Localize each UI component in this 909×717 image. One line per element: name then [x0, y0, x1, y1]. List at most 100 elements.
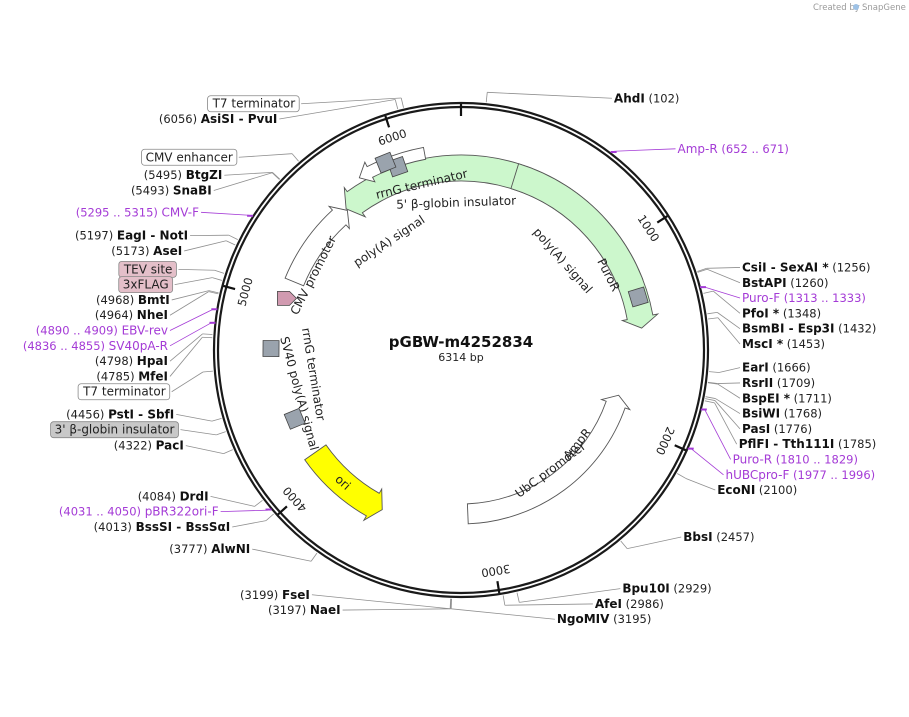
- label-box[interactable]: 3xFLAG: [118, 276, 174, 294]
- label-site[interactable]: PfoI * (1348): [742, 306, 821, 320]
- label-site[interactable]: AfeI (2986): [595, 597, 664, 611]
- label-site[interactable]: BbsI (2457): [683, 530, 754, 544]
- label-site[interactable]: BsmBI - Esp3I (1432): [742, 322, 876, 336]
- label-primer[interactable]: (4890 .. 4909) EBV-rev: [36, 324, 168, 338]
- feature-puror[interactable]: [510, 163, 660, 329]
- leader-line: [301, 97, 402, 105]
- label-site[interactable]: PflFI - Tth111I (1785): [739, 437, 877, 451]
- site-label: (4798) HpaI: [95, 354, 168, 368]
- feature-glyph[interactable]: [283, 407, 306, 430]
- feature-box-label: T7 terminator: [82, 385, 166, 399]
- label-site[interactable]: (4084) DrdI: [138, 489, 209, 503]
- site-label: (4322) PacI: [114, 439, 184, 453]
- label-site[interactable]: (6056) AsiSI - PvuI: [159, 112, 278, 126]
- leader-line: [704, 409, 731, 460]
- label-site[interactable]: (5495) BtgZI: [144, 168, 223, 182]
- feature-glyph[interactable]: [262, 340, 280, 358]
- label-site[interactable]: (3777) AlwNI: [169, 542, 250, 556]
- primer-name: Puro-F: [742, 291, 780, 305]
- label-primer[interactable]: hUBCpro-F (1977 .. 1996): [725, 468, 875, 482]
- leader-line: [169, 322, 212, 347]
- site-name: AseI: [153, 244, 182, 258]
- label-site[interactable]: (4785) MfeI: [96, 369, 168, 383]
- site-label: (4964) NheI: [95, 308, 168, 322]
- feature-glyph[interactable]: [627, 286, 649, 308]
- label-site[interactable]: NgoMIV (3195): [557, 612, 651, 626]
- site-name: MfeI: [138, 369, 168, 383]
- label-box[interactable]: CMV enhancer: [141, 148, 238, 166]
- site-label: (5173) AseI: [111, 244, 182, 258]
- leader-line: [208, 290, 219, 294]
- leader-line: [677, 473, 687, 479]
- site-label: BsmBI - Esp3I (1432): [742, 322, 876, 336]
- label-site[interactable]: (5173) AseI: [111, 244, 182, 258]
- leader-line: [238, 153, 293, 158]
- site-label: (3777) AlwNI: [169, 542, 250, 556]
- label-site[interactable]: (5493) SnaBI: [131, 184, 212, 198]
- primer-name: Amp-R: [678, 142, 718, 156]
- label-box[interactable]: TEV site: [118, 260, 177, 278]
- site-label: (5197) EagI - NotI: [75, 229, 188, 243]
- label-site[interactable]: (5197) EagI - NotI: [75, 229, 188, 243]
- leader-line: [691, 448, 724, 476]
- label-primer[interactable]: Puro-F (1313 .. 1333): [742, 291, 866, 305]
- label-box[interactable]: T7 terminator: [207, 95, 300, 113]
- label-primer[interactable]: (4836 .. 4855) SV40pA-R: [23, 339, 168, 353]
- primer-range: (1810 .. 1829): [772, 452, 858, 466]
- site-name: Bpu10I: [622, 582, 669, 596]
- label-site[interactable]: (4964) NheI: [95, 308, 168, 322]
- site-label: (6056) AsiSI - PvuI: [159, 112, 278, 126]
- label-site[interactable]: EarI (1666): [742, 361, 811, 375]
- feature-cmv-promoter[interactable]: [284, 205, 350, 287]
- leader-line: [279, 99, 396, 120]
- label-site[interactable]: RsrII (1709): [742, 376, 815, 390]
- leader-line: [291, 153, 299, 162]
- label-site[interactable]: (4013) BssSI - BssSαI: [94, 520, 231, 534]
- label-site[interactable]: MscI * (1453): [742, 337, 825, 351]
- leader-line: [714, 400, 741, 430]
- label-primer[interactable]: (4031 .. 4050) pBR322ori-F: [59, 505, 219, 519]
- label-box[interactable]: 3' β-globin insulator: [50, 421, 179, 439]
- leader-line: [708, 317, 719, 320]
- label-primer[interactable]: (5295 .. 5315) CMV-F: [76, 205, 199, 219]
- label-site[interactable]: (4798) HpaI: [95, 354, 168, 368]
- site-name: DrdI: [180, 489, 209, 503]
- site-label: PflFI - Tth111I (1785): [739, 437, 877, 451]
- leader-line: [715, 398, 741, 414]
- site-name: PflFI - Tth111I: [739, 437, 835, 451]
- feature-tev-3xflag[interactable]: [277, 290, 298, 306]
- label-primer[interactable]: Amp-R (652 .. 671): [678, 142, 789, 156]
- label-site[interactable]: BsiWI (1768): [742, 407, 822, 421]
- site-label: PasI (1776): [742, 422, 812, 436]
- label-site[interactable]: EcoNI (2100): [717, 483, 797, 497]
- feature-ori[interactable]: [304, 444, 383, 522]
- label-primer[interactable]: Puro-R (1810 .. 1829): [733, 452, 858, 466]
- feature-ubc-promoter[interactable]: [466, 394, 632, 525]
- leader-line: [685, 478, 716, 491]
- label-site[interactable]: CsiI - SexAI * (1256): [742, 260, 871, 274]
- site-label: NgoMIV (3195): [557, 612, 651, 626]
- label-site[interactable]: (3199) FseI: [240, 588, 310, 602]
- primer-range: (4836 .. 4855): [23, 339, 109, 353]
- label-box[interactable]: T7 terminator: [77, 383, 171, 401]
- site-name: AlwNI: [211, 542, 250, 556]
- site-pos: (1432): [834, 322, 876, 336]
- site-label: (3199) FseI: [240, 588, 310, 602]
- site-name: BtgZI: [186, 168, 223, 182]
- leader-line: [714, 402, 738, 445]
- leader-line: [213, 172, 273, 191]
- feature-glyph[interactable]: [374, 151, 397, 174]
- label-site[interactable]: BstAPI (1260): [742, 276, 828, 290]
- label-site[interactable]: PasI (1776): [742, 422, 812, 436]
- label-site[interactable]: AhdI (102): [614, 91, 679, 105]
- label-site[interactable]: (4322) PacI: [114, 439, 184, 453]
- label-site[interactable]: (4456) PstI - SbfI: [66, 407, 174, 421]
- label-site[interactable]: BspEI * (1711): [742, 391, 832, 405]
- label-site[interactable]: (3197) NaeI: [268, 603, 341, 617]
- site-name: PstI - SbfI: [108, 407, 174, 421]
- site-pos: (4785): [96, 369, 138, 383]
- label-site[interactable]: (4968) BmtI: [96, 293, 170, 307]
- site-name: SnaBI: [173, 184, 212, 198]
- label-site[interactable]: Bpu10I (2929): [622, 582, 711, 596]
